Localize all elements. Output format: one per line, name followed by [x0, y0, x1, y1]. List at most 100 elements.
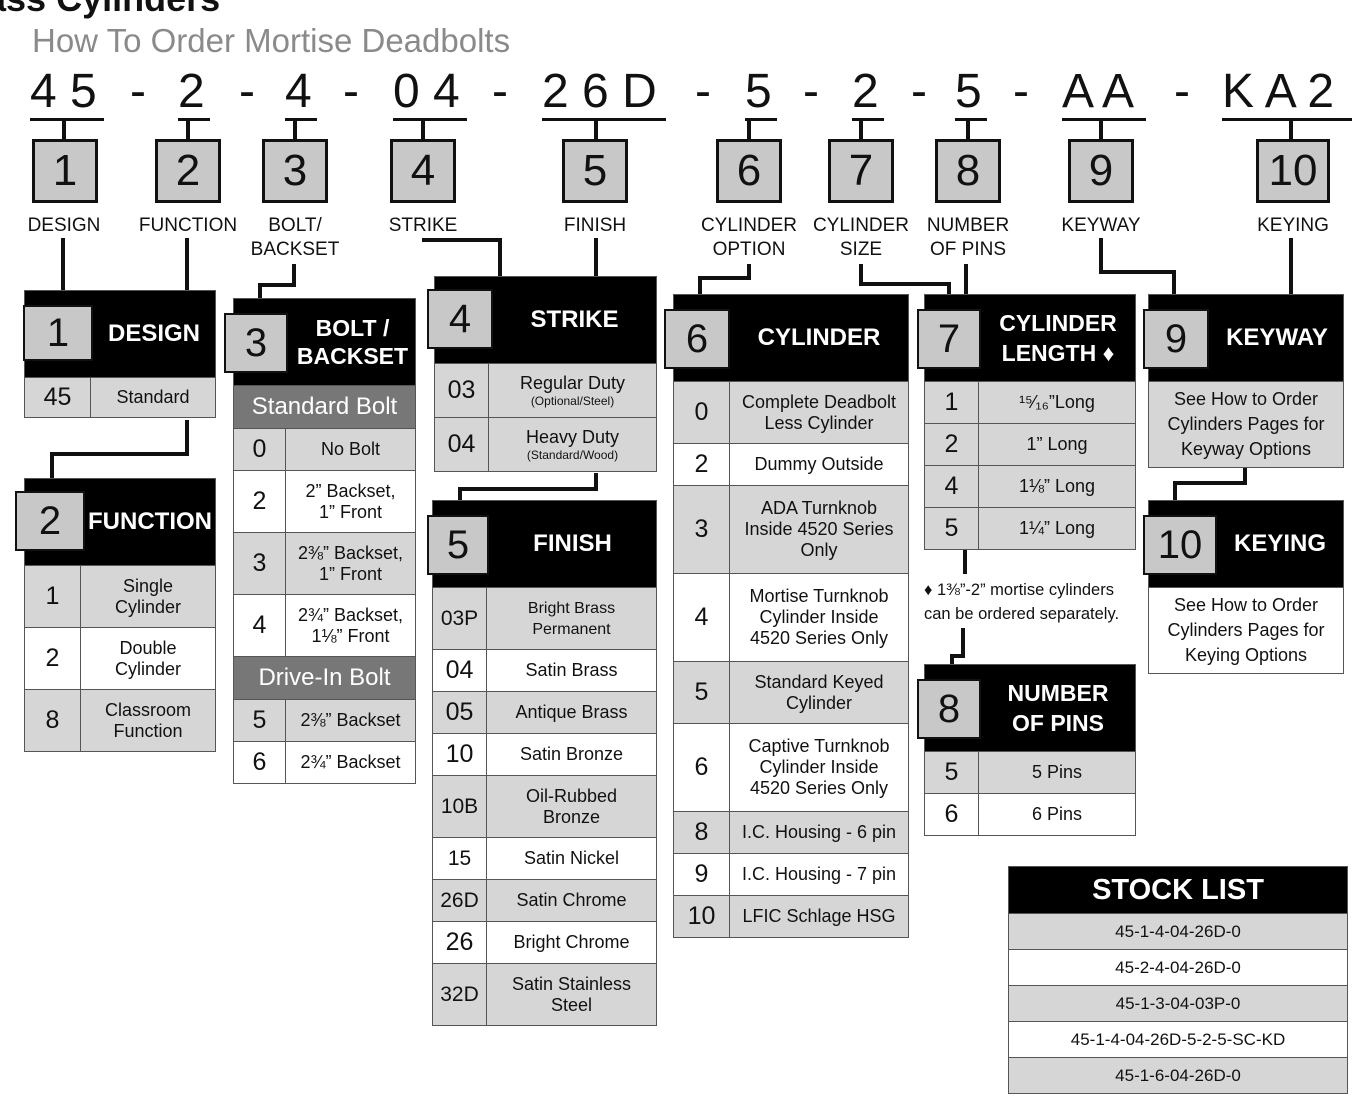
keying-table: 10 KEYING See How to Order Cylinders Pag… [1143, 500, 1344, 674]
digit-label-strike: STRIKE [388, 215, 458, 236]
flow-line [859, 282, 951, 286]
function-table-header: 2 FUNCTION [15, 479, 215, 565]
option-description: Standard Keyed Cylinder [754, 671, 884, 713]
connector-line [62, 120, 66, 140]
strike-table-number: 4 [427, 289, 493, 349]
option-description: I.C. Housing - 6 pin [741, 822, 897, 842]
option-description-main: Regular Duty [519, 373, 626, 393]
stock-list: STOCK LIST 45-1-4-04-26D-0 45-2-4-04-26D… [1008, 866, 1348, 1094]
option-code: 2 [925, 424, 979, 465]
strike-table-title: STRIKE [530, 306, 619, 333]
option-description: 2” Backset, 1” Front [305, 480, 396, 522]
option-description: Complete Deadbolt Less Cylinder [741, 391, 897, 433]
option-code: 0 [674, 382, 730, 443]
keyway-table-number: 9 [1143, 309, 1209, 369]
function-table-title: FUNCTION [88, 508, 212, 535]
option-code: 45 [25, 378, 91, 417]
design-table: 1 DESIGN 45 Standard [23, 290, 216, 418]
option-code: 0 [234, 429, 286, 470]
code-part-design: 4 5 [30, 65, 97, 118]
connector-line [1099, 120, 1103, 140]
option-description: Satin Nickel [523, 848, 620, 868]
flow-line [258, 283, 296, 287]
flow-line [859, 264, 863, 286]
connector-line [1289, 120, 1293, 140]
keyway-table: 9 KEYWAY See How to Order Cylinders Page… [1143, 294, 1344, 468]
code-underline [852, 118, 884, 121]
table-row: 5 2⅜” Backset [234, 699, 415, 741]
option-description: 2¾” Backset [300, 752, 401, 772]
bolt-table-number: 3 [224, 313, 288, 373]
flow-line [458, 487, 462, 501]
option-description: Antique Brass [515, 702, 628, 722]
keyway-table-title: KEYWAY [1226, 324, 1328, 351]
flow-line [747, 264, 751, 280]
option-description: ¹⁵⁄₁₆”Long [1019, 392, 1095, 412]
digit-label-design: DESIGN [27, 215, 101, 236]
stock-list-item: 45-1-3-04-03P-0 [1009, 985, 1347, 1021]
flow-line [963, 550, 967, 574]
bolt-table-title: BOLT / BACKSET [296, 315, 409, 369]
option-description: Satin Stainless Steel [511, 973, 632, 1015]
option-code: 4 [674, 574, 730, 661]
design-table-number: 1 [23, 305, 93, 361]
option-description: 6 Pins [1031, 804, 1083, 824]
code-underline [1222, 118, 1352, 121]
digit-label-pins: NUMBER OF PINS [926, 215, 1010, 260]
design-table-title: DESIGN [107, 320, 200, 347]
option-description: 2¾” Backset, 1⅛” Front [297, 604, 404, 646]
digit-label-cylinder-size: CYLINDER SIZE [812, 215, 910, 260]
option-code: 10 [433, 734, 487, 775]
option-description: Mortise Turnknob Cylinder Inside 4520 Se… [749, 586, 889, 648]
code-underline [393, 118, 467, 121]
section-header-drive-in-bolt: Drive-In Bolt [234, 656, 415, 699]
digit-box-3: 3 [262, 139, 328, 203]
option-description: Satin Chrome [516, 890, 627, 910]
option-description: Classroom Function [104, 699, 192, 741]
option-description: No Bolt [320, 439, 381, 459]
option-description: Satin Bronze [519, 744, 624, 764]
option-description: LFIC Schlage HSG [742, 906, 896, 926]
option-code: 2 [25, 628, 81, 689]
option-code: 6 [925, 794, 979, 835]
stock-list-item: 45-2-4-04-26D-0 [1009, 949, 1347, 985]
option-code: 3 [234, 533, 286, 594]
finish-table-title: FINISH [533, 530, 612, 557]
table-row: 0 Complete Deadbolt Less Cylinder [674, 381, 908, 443]
code-separator: - [695, 65, 711, 118]
option-code: 4 [234, 595, 286, 656]
option-code: 5 [925, 752, 979, 793]
digit-label-finish: FINISH [563, 215, 627, 236]
connector-line [594, 120, 598, 140]
option-code: 8 [674, 812, 730, 853]
option-code: 03P [433, 588, 487, 649]
function-table-number: 2 [15, 491, 85, 551]
option-description: 2⅜” Backset, 1” Front [297, 542, 404, 584]
code-separator: - [1013, 65, 1029, 118]
flow-line [258, 283, 262, 299]
option-code: 3 [674, 486, 730, 573]
option-description-note: (Standard/Wood) [526, 448, 619, 462]
flow-line [1173, 481, 1247, 485]
digit-box-2: 2 [155, 139, 221, 203]
code-separator: - [239, 65, 255, 118]
code-underline [745, 118, 777, 121]
flow-line [50, 452, 54, 480]
option-code: 8 [25, 690, 81, 751]
flow-line [594, 473, 598, 491]
flow-line [964, 264, 968, 294]
code-part-size: 2 [852, 65, 879, 118]
digit-box-9: 9 [1068, 139, 1134, 203]
option-code: 2 [234, 471, 286, 532]
table-row: 6 6 Pins [925, 793, 1135, 835]
